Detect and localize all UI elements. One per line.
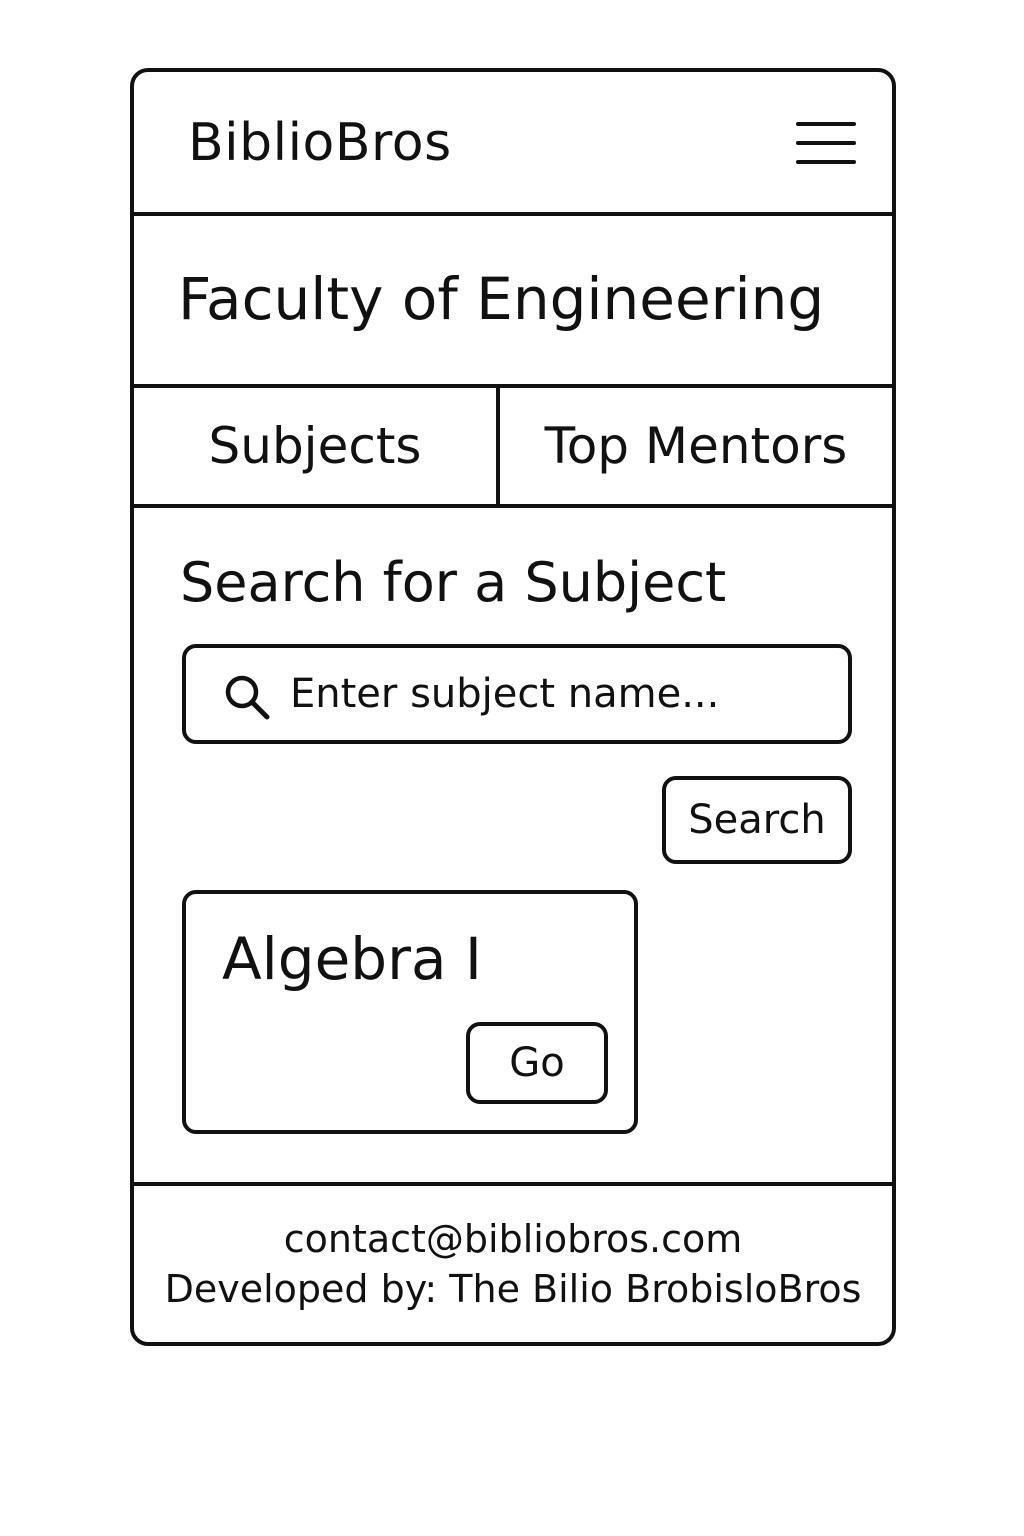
search-input[interactable] [290,662,830,726]
menu-bar-middle [796,141,856,145]
app-footer: contact@bibliobros.com Developed by: The… [134,1182,892,1342]
search-icon [225,675,270,720]
menu-bar-top [796,122,856,126]
footer-contact-email: contact@bibliobros.com [283,1217,743,1261]
faculty-banner: Faculty of Engineering [134,216,892,388]
tab-subjects[interactable]: Subjects [134,388,500,504]
menu-bar-bottom [796,160,856,164]
tab-bar: Subjects Top Mentors [134,388,892,508]
search-heading: Search for a Subject [180,551,727,614]
app-header: BiblioBros [134,72,892,216]
tab-top-mentors[interactable]: Top Mentors [544,417,848,475]
subject-card-title: Algebra I [222,925,483,993]
footer-credit: Developed by: The Bilio BrobisloBros [164,1267,862,1311]
hamburger-menu-icon[interactable] [796,120,858,170]
main-content: Search for a Subject Search Algebra I Go [134,508,892,1184]
go-button[interactable]: Go [466,1022,608,1104]
page-title: Faculty of Engineering [178,265,825,333]
search-field[interactable] [182,644,852,744]
subject-card: Algebra I Go [182,890,638,1134]
brand-title: BiblioBros [188,113,452,173]
app-frame: BiblioBros Faculty of Engineering Subjec… [130,68,896,1346]
search-button[interactable]: Search [662,776,852,864]
